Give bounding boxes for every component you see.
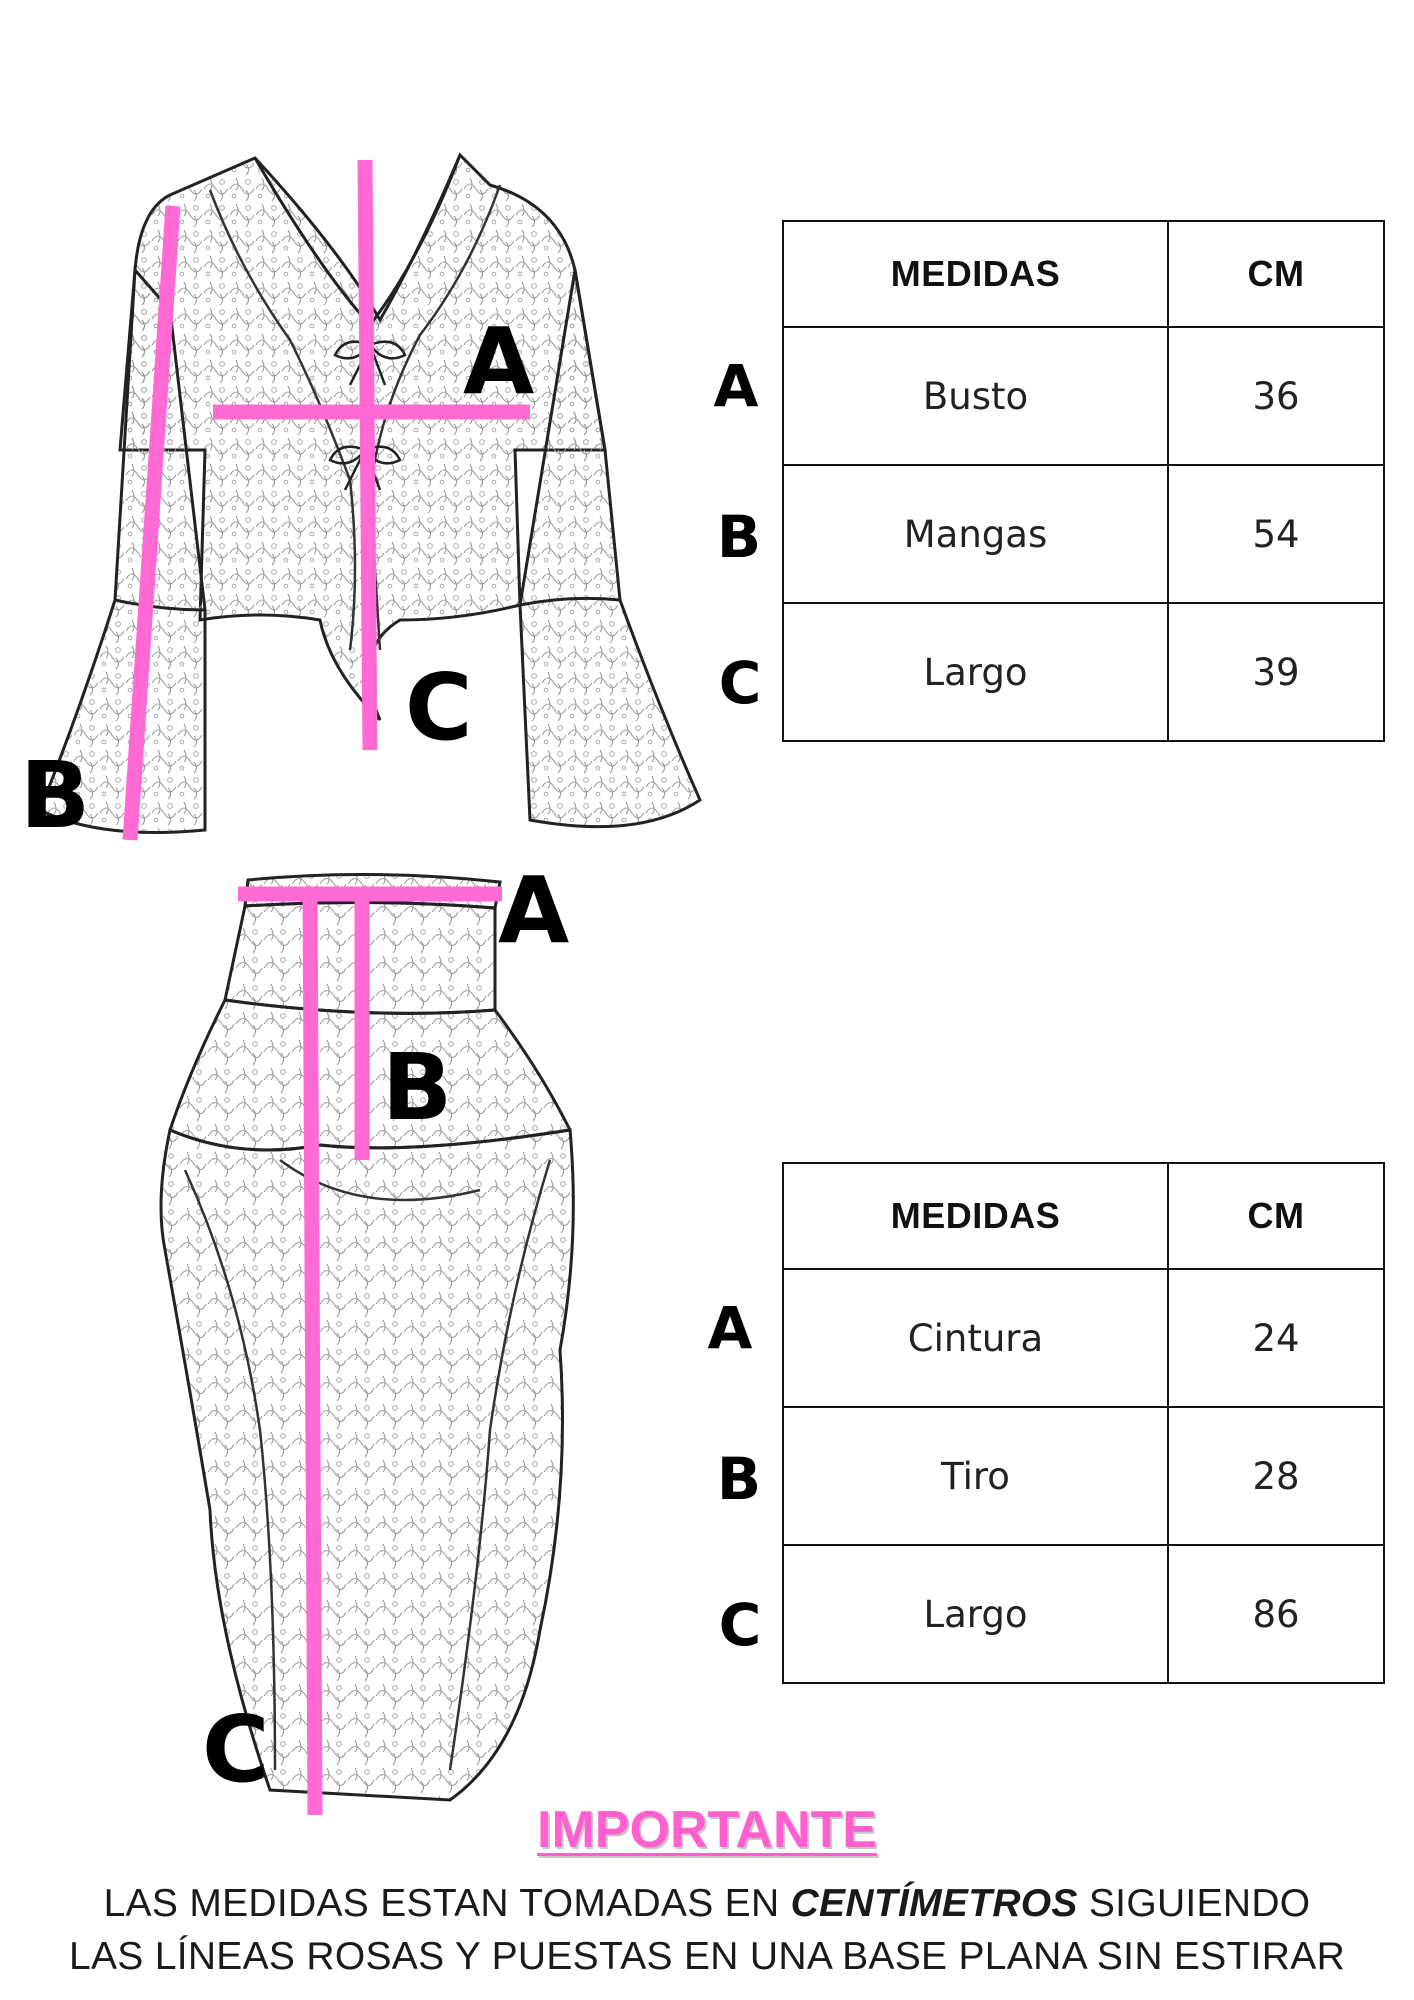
note-line-1: LAS MEDIDAS ESTAN TOMADAS EN CENTÍMETROS… [0,1882,1414,1926]
blouse-illustration: A B C [20,150,720,860]
skirt-row-letter-b: B [716,1445,762,1513]
top-row-letter-b: B [716,503,762,571]
measure-value: 39 [1167,602,1385,742]
measure-name: Largo [782,602,1169,742]
blouse-sketch [38,152,702,841]
important-title: IMPORTANTE [537,1801,877,1859]
skirt-illustration: A B C [150,865,610,1820]
measure-value: 86 [1167,1544,1385,1684]
table-row: Tiro 28 [782,1406,1385,1546]
top-row-letter-a: A [713,352,759,420]
note-line-1-start: LAS MEDIDAS ESTAN TOMADAS EN [103,1882,791,1925]
header-medidas: MEDIDAS [782,1162,1169,1270]
measure-value: 36 [1167,326,1385,466]
skirt-row-letter-a: A [707,1294,753,1362]
table-row: Mangas 54 [782,464,1385,604]
measure-value: 28 [1167,1406,1385,1546]
measure-value: 24 [1167,1268,1385,1408]
measure-name: Busto [782,326,1169,466]
table-row: Cintura 24 [782,1268,1385,1408]
measure-name: Mangas [782,464,1169,604]
measure-value: 54 [1167,464,1385,604]
measure-name: Cintura [782,1268,1169,1408]
note-line-2: LAS LÍNEAS ROSAS Y PUESTAS EN UNA BASE P… [68,1935,1346,1978]
skirt-label-a: A [498,857,570,964]
table-row: Busto 36 [782,326,1385,466]
blouse-label-b: B [20,742,91,849]
blouse-label-a: A [463,308,535,415]
skirt-row-letter-c: C [718,1591,762,1659]
table-row: Largo 39 [782,602,1385,742]
blouse-label-c: C [405,654,473,761]
table-row: Largo 86 [782,1544,1385,1684]
header-medidas: MEDIDAS [782,220,1169,328]
measure-name: Tiro [782,1406,1169,1546]
note-line-1-emphasis: CENTÍMETROS [790,1882,1078,1925]
measure-name: Largo [782,1544,1169,1684]
header-cm: CM [1167,1162,1385,1270]
skirt-sketch [159,872,575,1816]
note-line-1-end: SIGUIENDO [1077,1882,1311,1925]
top-row-letter-c: C [718,649,762,717]
header-cm: CM [1167,220,1385,328]
skirt-measurements-table: MEDIDAS CM Cintura 24 Tiro 28 Largo 86 [782,1162,1385,1684]
blouse-measurements-table: MEDIDAS CM Busto 36 Mangas 54 Largo 39 [782,220,1385,742]
skirt-label-b: B [382,1034,453,1141]
skirt-label-c: C [202,1696,270,1803]
